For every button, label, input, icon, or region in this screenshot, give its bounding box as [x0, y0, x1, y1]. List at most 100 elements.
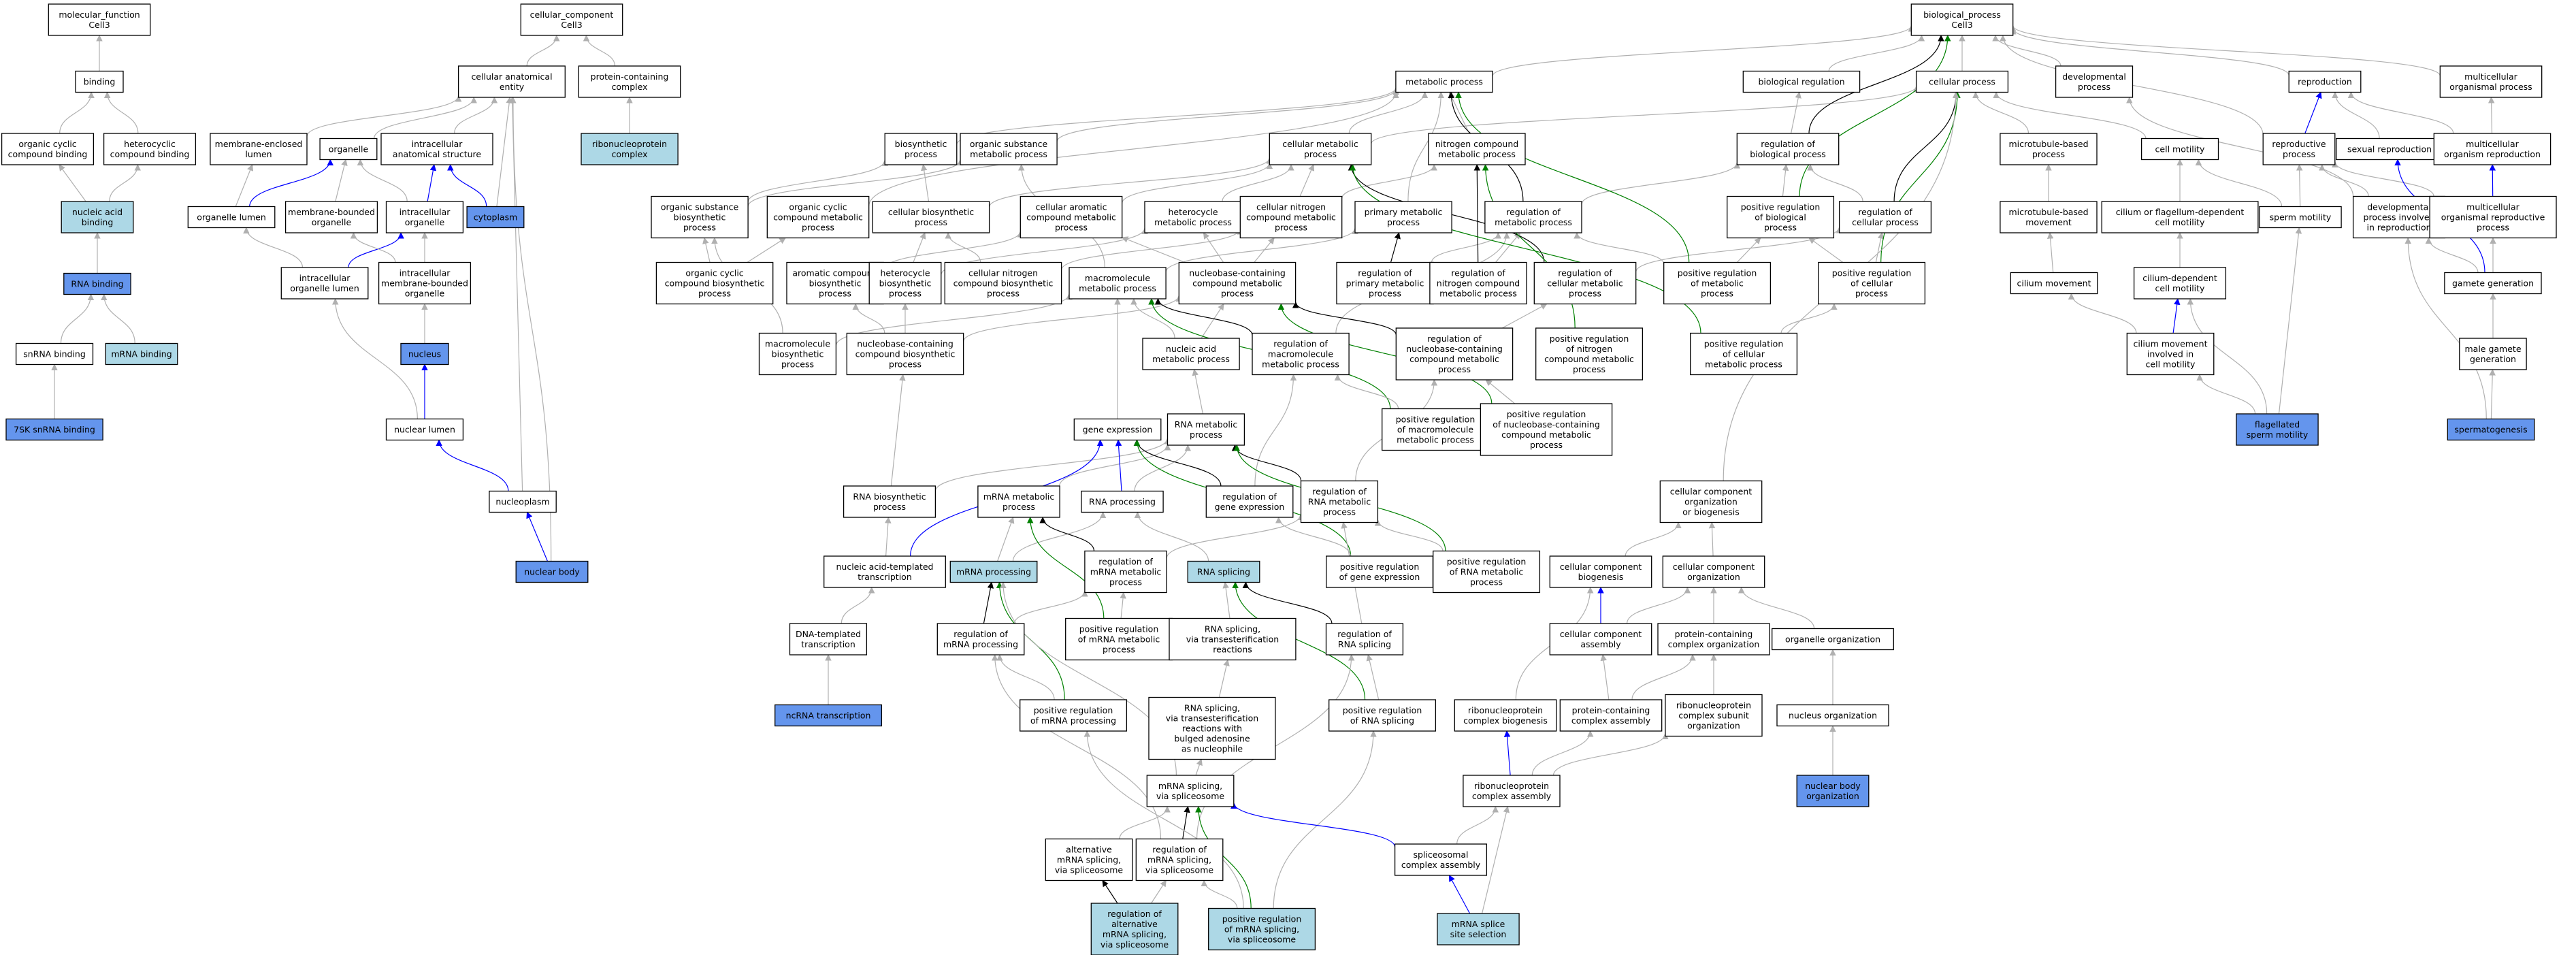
go-term-node-cellular-process[interactable]: cellular process: [1915, 70, 2009, 93]
go-term-node-mrna-binding[interactable]: mRNA binding: [105, 342, 178, 366]
go-term-node-mrna-splicing-via-spliceosome[interactable]: mRNA splicing,via spliceosome: [1146, 775, 1235, 807]
go-term-node-biological-regulation[interactable]: biological regulation: [1742, 70, 1861, 93]
go-term-node-rna-splicing-via-transesterification-reactions[interactable]: RNA splicing,via transesterificationreac…: [1169, 617, 1297, 661]
go-term-node-nucleoplasm[interactable]: nucleoplasm: [489, 490, 557, 513]
go-term-node-cytoplasm[interactable]: cytoplasm: [466, 206, 525, 229]
go-term-node-rna-processing[interactable]: RNA processing: [1081, 490, 1164, 513]
go-term-node-ncrna-transcription[interactable]: ncRNA transcription: [775, 704, 883, 727]
go-term-node-sperm-motility[interactable]: sperm motility: [2259, 206, 2342, 229]
go-term-node-regulation-of-nucleobase-containing-compound-metabolic-process[interactable]: regulation ofnucleobase-containingcompou…: [1395, 327, 1514, 381]
go-term-node-nucleus-organization[interactable]: nucleus organization: [1776, 704, 1889, 727]
go-term-node-rna-splicing-via-transesterification-bulged-adenosine[interactable]: RNA splicing,via transesterificationreac…: [1148, 696, 1276, 760]
go-term-node-gamete-generation[interactable]: gamete generation: [2444, 272, 2542, 295]
go-term-node-7sk-snrna-binding[interactable]: 7SK snRNA binding: [5, 418, 103, 441]
go-term-node-organelle-organization[interactable]: organelle organization: [1772, 628, 1894, 651]
go-term-node-nucleus[interactable]: nucleus: [400, 342, 449, 366]
go-term-node-mrna-processing[interactable]: mRNA processing: [949, 560, 1038, 583]
go-term-node-nuclear-body[interactable]: nuclear body: [515, 560, 589, 583]
go-term-node-gene-expression[interactable]: gene expression: [1073, 418, 1162, 441]
go-term-node-binding[interactable]: binding: [75, 70, 124, 93]
go-term-node-organelle-lumen[interactable]: organelle lumen: [187, 206, 276, 229]
go-term-node-nuclear-lumen[interactable]: nuclear lumen: [385, 418, 464, 441]
go-term-node-reproduction[interactable]: reproduction: [2288, 70, 2362, 93]
go-term-node-spermatogenesis[interactable]: spermatogenesis: [2447, 418, 2535, 441]
go-term-node-organelle[interactable]: organelle: [319, 137, 378, 161]
go-term-node-rna-splicing[interactable]: RNA splicing: [1187, 560, 1260, 583]
go-term-node-sexual-reproduction[interactable]: sexual reproduction: [2336, 137, 2444, 161]
